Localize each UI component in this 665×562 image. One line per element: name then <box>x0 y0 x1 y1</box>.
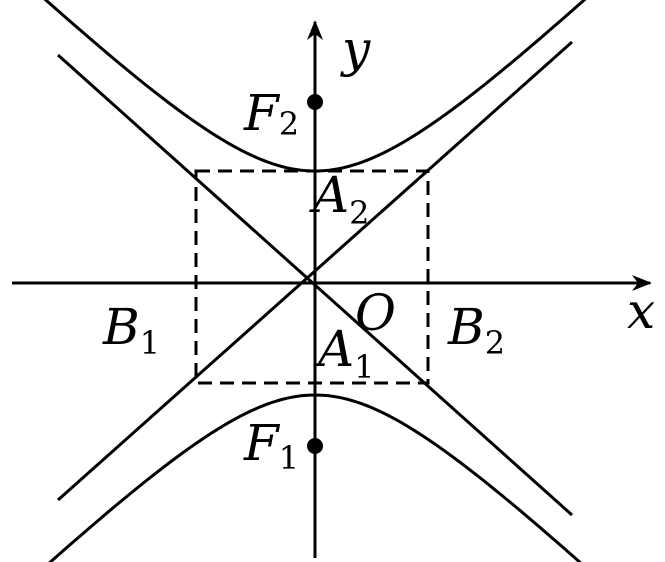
hyperbola-upper-branch <box>43 0 587 173</box>
label-b2-sub: 2 <box>485 324 505 362</box>
label-a1: A1 <box>314 320 374 386</box>
label-a2-sub: 2 <box>349 194 369 232</box>
label-a1-sub: 1 <box>354 348 374 386</box>
label-f2: F2 <box>243 84 299 143</box>
label-f2-sub: 2 <box>279 105 299 143</box>
label-b1: B1 <box>102 298 160 362</box>
asymptote-positive-slope <box>57 40 573 502</box>
x-axis-label: x <box>627 282 655 340</box>
label-b2: B2 <box>447 298 505 362</box>
label-b2-main: B <box>447 298 485 356</box>
label-b1-main: B <box>102 298 140 356</box>
label-b1-sub: 1 <box>140 324 160 362</box>
label-f1: F1 <box>243 414 299 477</box>
origin-label: O <box>355 284 396 342</box>
focus-f2-point <box>307 94 323 110</box>
label-f1-main: F <box>243 414 281 472</box>
focus-f1-point <box>307 438 323 454</box>
label-a1-main: A <box>314 320 354 378</box>
y-axis-label: y <box>340 20 371 78</box>
asymptote-negative-slope <box>56 53 574 517</box>
label-a2-main: A <box>309 166 349 224</box>
label-a2: A2 <box>309 166 369 232</box>
hyperbola-lower-branch <box>48 393 582 562</box>
label-f2-main: F <box>243 84 281 142</box>
label-f1-sub: 1 <box>279 439 299 477</box>
